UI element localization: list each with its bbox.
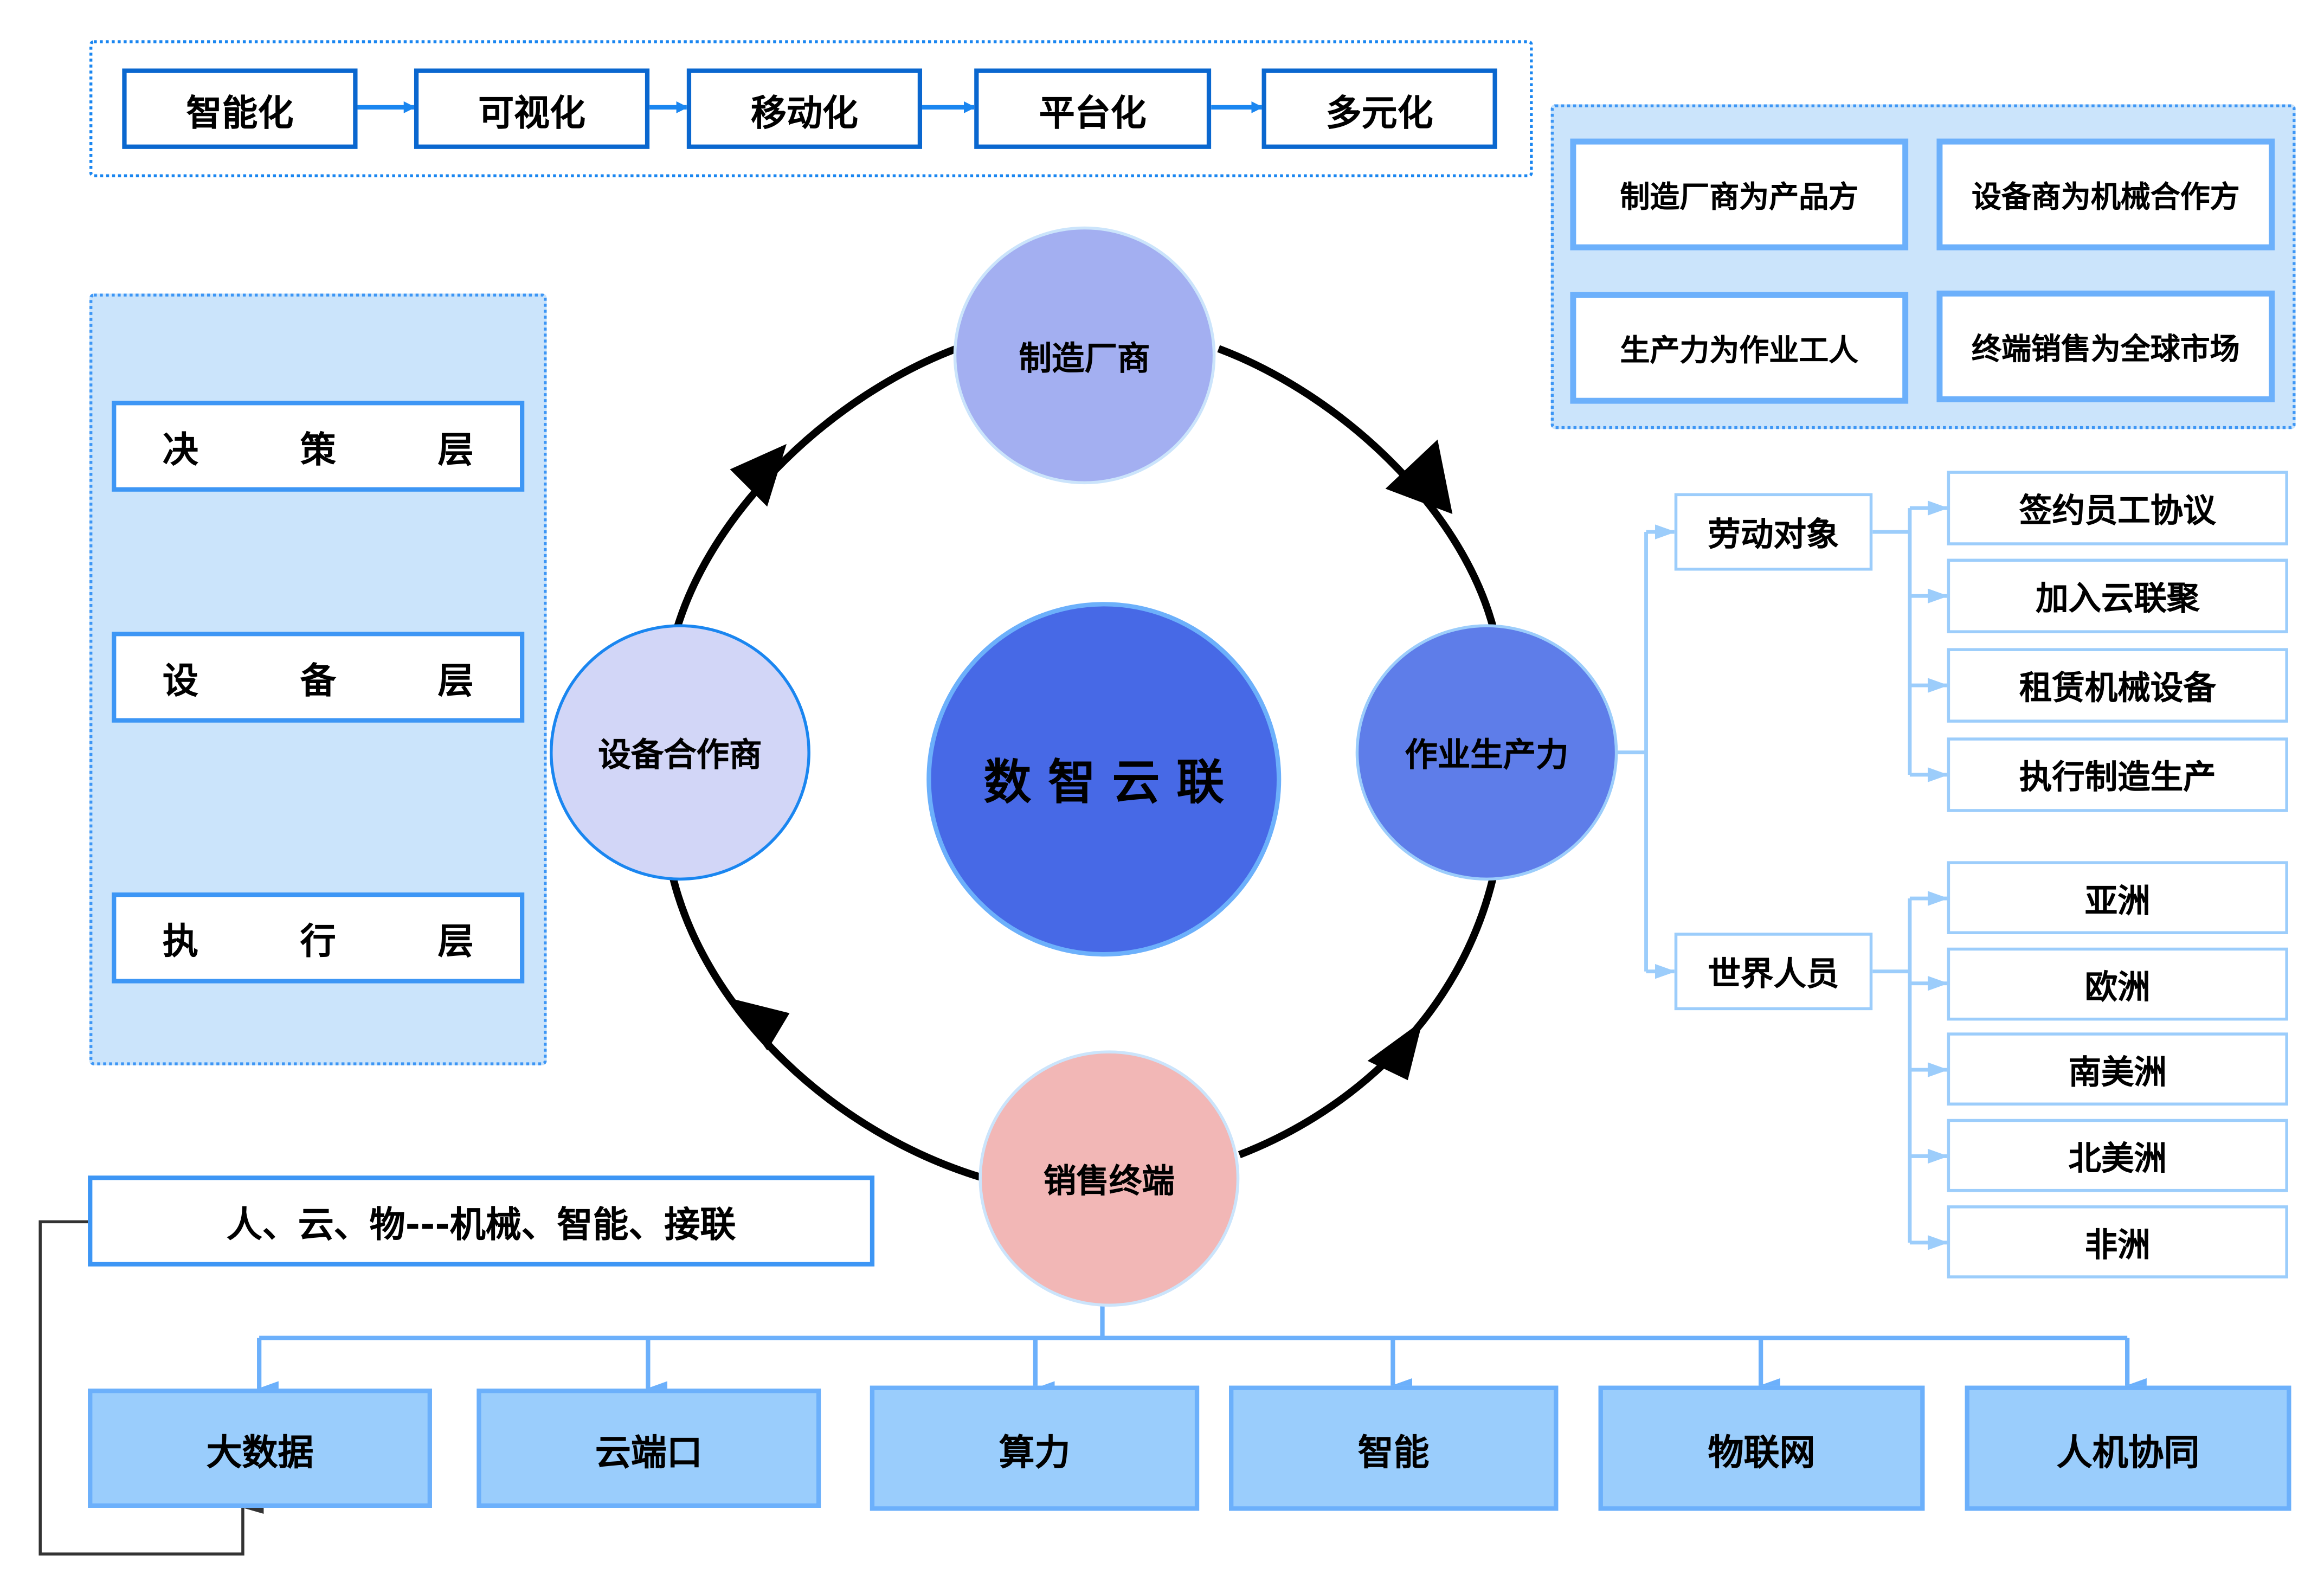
role-label: 制造厂商为产品方: [1620, 178, 1859, 215]
tree-leaf: 加入云联聚: [1947, 558, 2288, 633]
tree-leaf: 亚洲: [1947, 861, 2288, 934]
cycle-center-label: 数 智 云 联: [983, 754, 1225, 811]
capability-label: 云端口: [595, 1431, 703, 1473]
capability-label: 智能: [1357, 1431, 1430, 1473]
layer-box: 设 备 层: [112, 632, 525, 723]
tree-branch-label: 劳动对象: [1708, 517, 1839, 555]
tree-leaf-label: 北美洲: [2068, 1140, 2167, 1178]
layer-label: 决 策 层: [162, 429, 518, 471]
flow-panel: [89, 40, 1533, 178]
role-box: 生产力为作业工人: [1570, 292, 1909, 404]
capability-label: 大数据: [206, 1431, 314, 1473]
tree-leaf: 非洲: [1947, 1205, 2288, 1278]
tree-leaf-label: 签约员工协议: [2019, 493, 2216, 531]
tree-leaf: 南美洲: [1947, 1032, 2288, 1106]
flow-step: 平台化: [974, 68, 1212, 149]
tree-leaf-label: 南美洲: [2068, 1054, 2167, 1091]
cycle-node-productivity: 作业生产力: [1355, 624, 1618, 881]
role-box: 制造厂商为产品方: [1570, 138, 1909, 250]
capability-box: 物联网: [1598, 1385, 1925, 1511]
cycle-node-label: 作业生产力: [1405, 737, 1569, 775]
role-box: 设备商为机械合作方: [1936, 138, 2275, 250]
capability-box: 人机协同: [1965, 1385, 2291, 1511]
connect-note-label: 人、云、物---机械、智能、接联: [226, 1204, 736, 1246]
flow-step: 移动化: [686, 68, 923, 149]
tree-leaf-label: 加入云联聚: [2036, 581, 2200, 619]
cycle-arrow-icon: [730, 444, 787, 507]
flow-step-label: 多元化: [1325, 92, 1433, 133]
layer-box: 决 策 层: [112, 401, 525, 492]
layer-box: 执 行 层: [112, 892, 525, 984]
feedback-connector: [38, 1220, 264, 1556]
capability-label: 物联网: [1708, 1431, 1816, 1473]
tree-branch-label: 世界人员: [1708, 956, 1839, 994]
tree-branch: 劳动对象: [1674, 493, 1873, 571]
cycle-node-label: 设备合作商: [598, 737, 762, 775]
tree-leaf-label: 租赁机械设备: [2019, 670, 2216, 708]
cycle-arrow-icon: [1385, 439, 1453, 515]
tree-branch: 世界人员: [1674, 933, 1873, 1011]
flow-step-label: 可视化: [478, 92, 585, 133]
flow-step-label: 智能化: [186, 92, 294, 133]
tree-leaf-label: 非洲: [2084, 1226, 2151, 1264]
role-box: 终端销售为全球市场: [1936, 290, 2275, 402]
capability-box: 智能: [1229, 1385, 1559, 1511]
tree-leaf-label: 亚洲: [2084, 883, 2151, 920]
tree-leaf: 北美洲: [1947, 1119, 2288, 1192]
cycle-node-manufacturer: 制造厂商: [953, 226, 1216, 485]
flow-step-label: 平台化: [1039, 92, 1147, 133]
tree-leaf: 欧洲: [1947, 947, 2288, 1021]
role-label: 终端销售为全球市场: [1971, 331, 2240, 367]
flow-step: 多元化: [1261, 68, 1497, 149]
cycle-node-label: 制造厂商: [1019, 340, 1150, 378]
tree-leaf-label: 欧洲: [2084, 969, 2151, 1007]
tree-connectors: [1616, 500, 1949, 1250]
capability-label: 算力: [999, 1431, 1071, 1473]
role-label: 设备商为机械合作方: [1971, 178, 2240, 215]
layer-label: 设 备 层: [162, 660, 518, 702]
role-label: 生产力为作业工人: [1620, 332, 1859, 368]
cycle-node-sales: 销售终端: [978, 1050, 1240, 1307]
bottom-connectors: [257, 1305, 2147, 1396]
capability-box: 算力: [870, 1385, 1200, 1511]
tree-leaf: 执行制造生产: [1947, 737, 2288, 812]
flow-step: 智能化: [122, 68, 358, 149]
cycle-node-partner: 设备合作商: [550, 624, 810, 881]
capability-box: 云端口: [477, 1389, 821, 1508]
cycle-arrow-icon: [1367, 1020, 1423, 1081]
cycle-center-node: 数 智 云 联: [926, 602, 1282, 957]
cycle-arrow-icon: [730, 998, 790, 1051]
capability-box: 大数据: [88, 1389, 432, 1508]
capability-label: 人机协同: [2056, 1431, 2200, 1473]
flow-step: 可视化: [414, 68, 650, 149]
tree-leaf-label: 执行制造生产: [2019, 760, 2216, 798]
connect-note-box: 人、云、物---机械、智能、接联: [88, 1175, 875, 1267]
flow-step-label: 移动化: [750, 92, 858, 133]
layer-label: 执 行 层: [162, 921, 518, 963]
tree-leaf: 租赁机械设备: [1947, 648, 2288, 723]
tree-leaf: 签约员工协议: [1947, 471, 2288, 545]
cycle-node-label: 销售终端: [1043, 1164, 1175, 1201]
